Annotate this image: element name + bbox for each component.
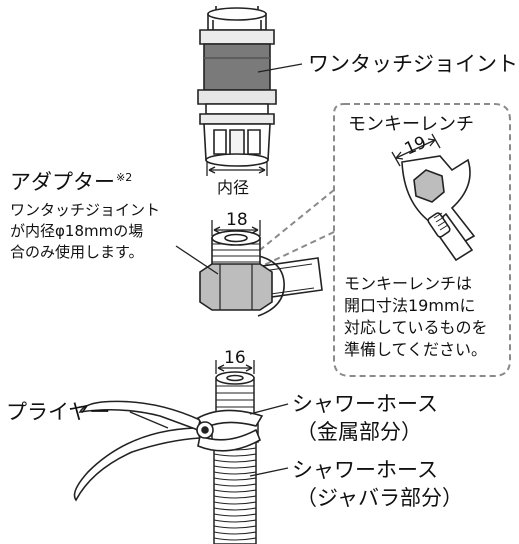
- inner-diameter-dimension: [206, 162, 268, 176]
- shower-hose-bellows-label-line2: （ジャバラ部分）: [296, 486, 463, 510]
- adapter-note-line1: ワンタッチジョイント: [10, 201, 161, 219]
- wrench-opening-dimension: [391, 133, 441, 167]
- shower-hose-bellows-label-line1: シャワーホース: [292, 458, 438, 482]
- one-touch-joint-leader: [257, 63, 303, 73]
- monkey-wrench-title: モンキーレンチ: [348, 114, 474, 135]
- hose-leaders: [129, 403, 289, 477]
- adapter-name: アダプター: [10, 170, 115, 194]
- monkey-wrench-note-line3: 対応しているものを: [344, 318, 488, 337]
- hose-fitting-width-value: 16: [224, 348, 246, 368]
- shower-hose-metal-label-line2: （金属部分）: [296, 420, 422, 444]
- adapter-note-line3: 合のみ使用します。: [10, 243, 144, 261]
- pliers-label: プライヤー: [6, 400, 111, 424]
- adapter-width-value: 18: [226, 210, 248, 230]
- monkey-wrench-note-line1: モンキーレンチは: [344, 274, 473, 293]
- hose-bellows: [213, 441, 257, 544]
- adapter-note-line2: が内径φ18mmの場: [10, 222, 144, 240]
- adapter-label: アダプター※2: [10, 172, 132, 193]
- one-touch-joint-label: ワンタッチジョイント: [308, 52, 518, 76]
- inner-diameter-label: 内径: [217, 178, 250, 197]
- adapter: [199, 230, 323, 317]
- monkey-wrench-callout-frame: [333, 103, 511, 377]
- monkey-wrench-note-line2: 開口寸法19mmに: [344, 296, 476, 315]
- callout-pointer: [254, 189, 335, 267]
- one-touch-joint: [197, 6, 277, 167]
- shower-hose-metal-label-line1: シャワーホース: [292, 392, 438, 416]
- monkey-wrench-note-line4: 準備してください。: [344, 340, 488, 359]
- shower-hose: [211, 371, 259, 544]
- hose-fitting-dimension: [215, 360, 255, 374]
- adapter-width-dimension: [211, 220, 261, 236]
- pliers: [73, 400, 264, 502]
- adapter-note-mark: ※2: [116, 171, 133, 184]
- adapter-leader: [175, 245, 219, 275]
- monkey-wrench: [401, 155, 476, 262]
